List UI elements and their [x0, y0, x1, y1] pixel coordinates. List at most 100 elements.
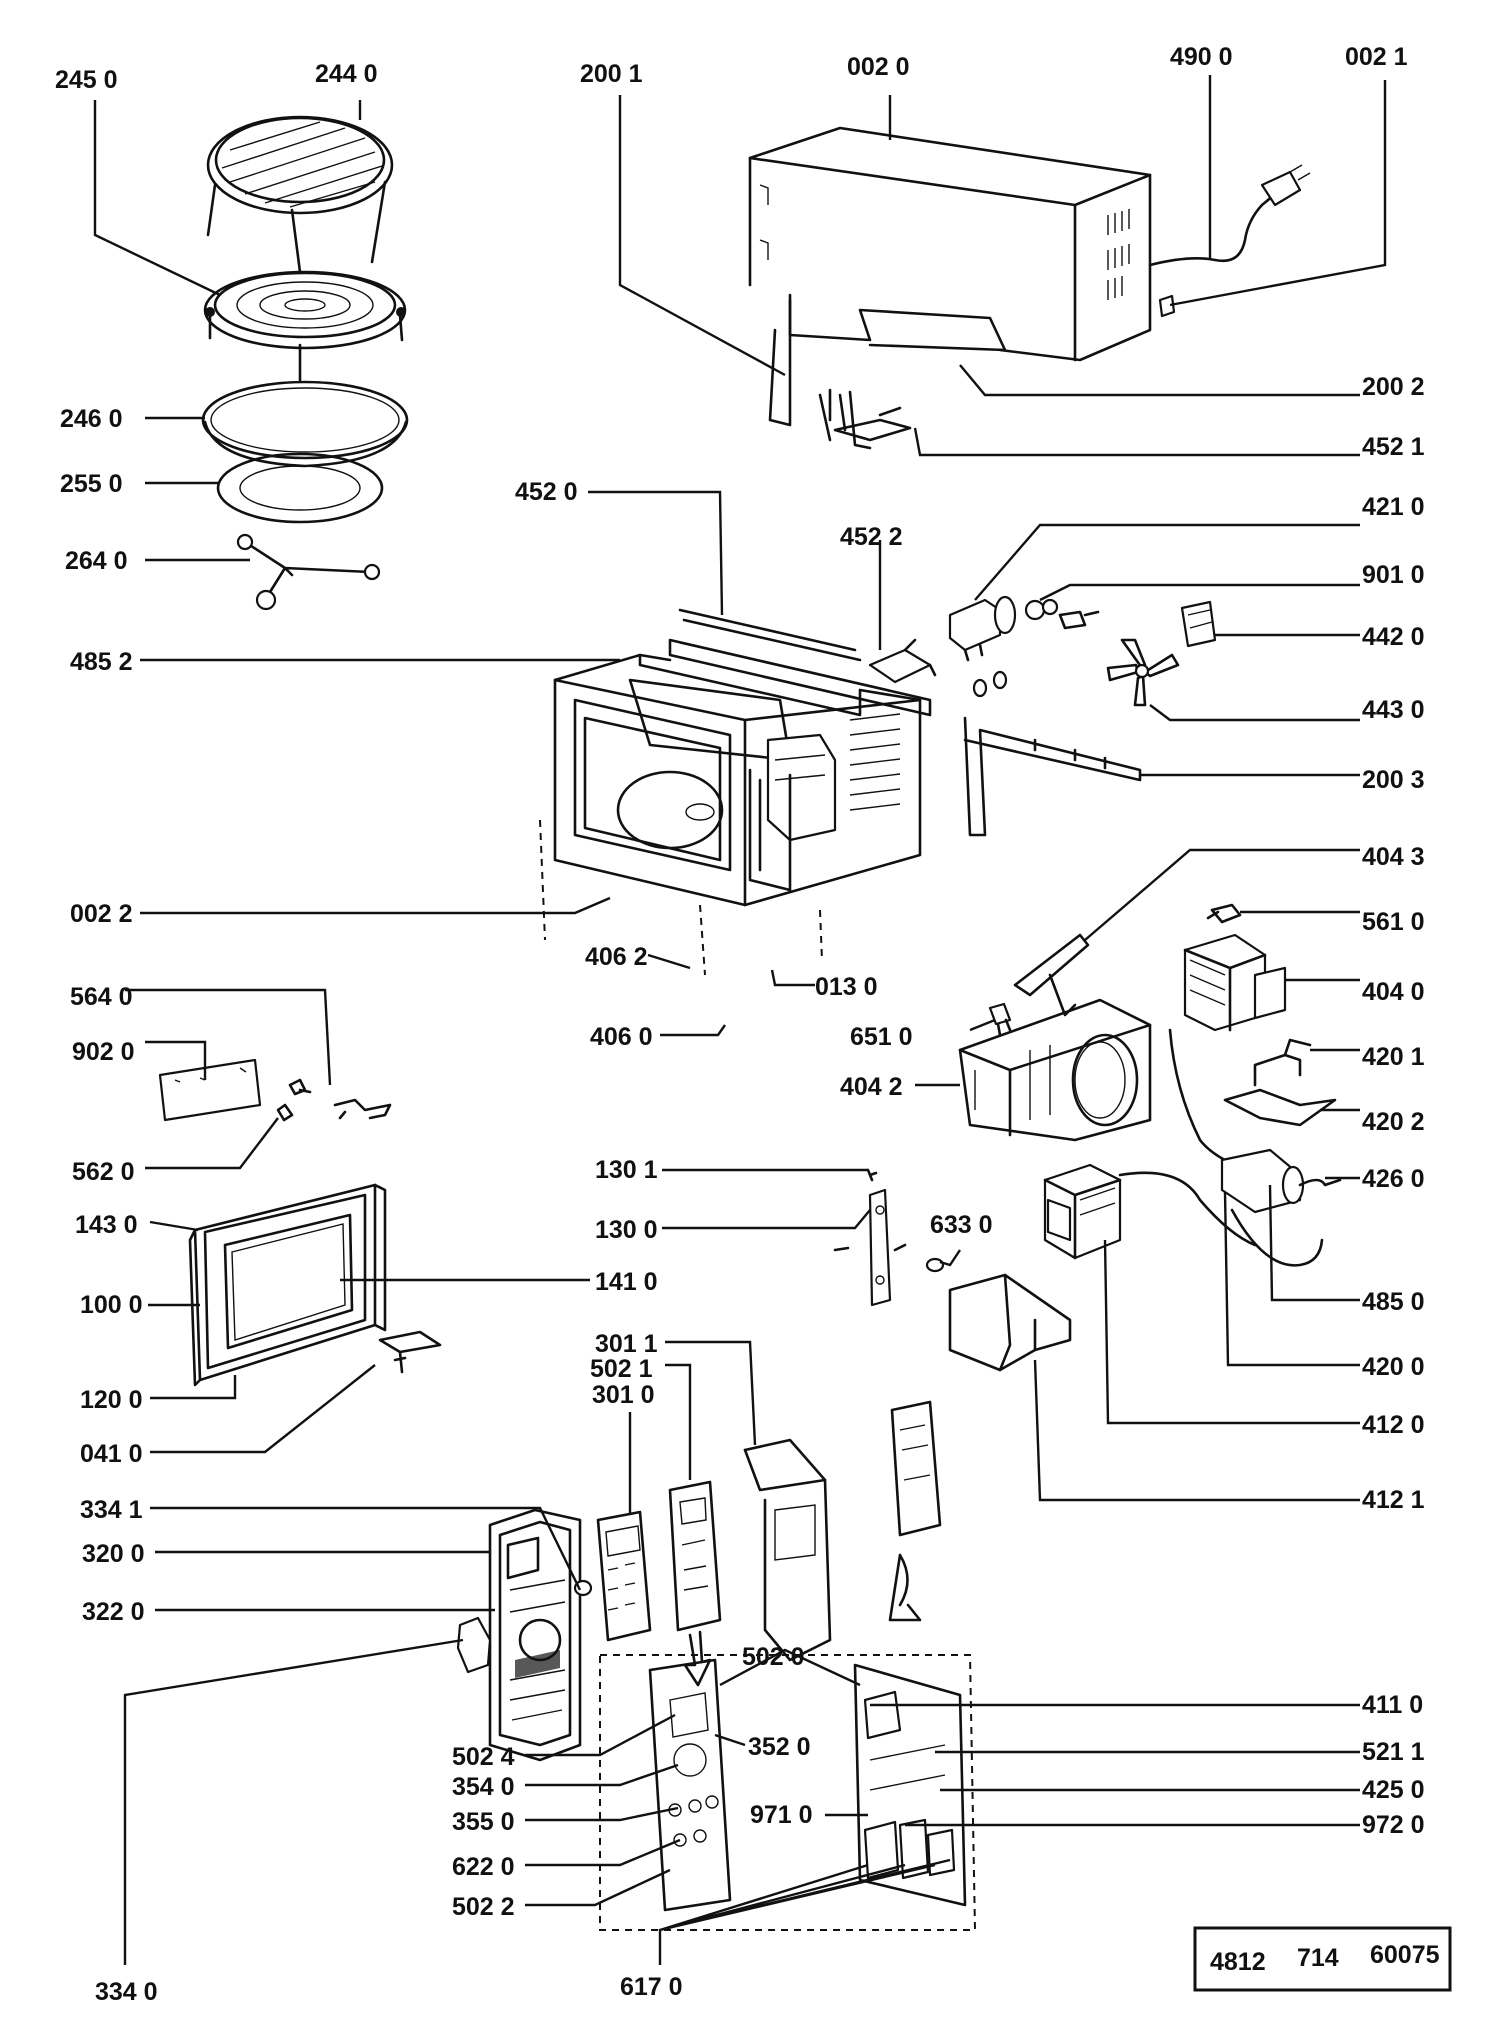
label-002-2: 002 2: [70, 900, 133, 928]
label-412-1: 412 1: [1362, 1486, 1425, 1514]
label-143-0: 143 0: [75, 1211, 138, 1239]
label-354-0: 354 0: [452, 1773, 515, 1801]
label-301-1: 301 1: [595, 1330, 658, 1358]
label-301-0: 301 0: [592, 1381, 655, 1409]
small-pcb-drawing: [888, 1400, 942, 1622]
label-442-0: 442 0: [1362, 623, 1425, 651]
crisp-plate-drawing: [203, 270, 407, 382]
label-443-0: 443 0: [1362, 696, 1425, 724]
grill-rack-drawing: [206, 115, 394, 274]
label-130-0: 130 0: [595, 1216, 658, 1244]
label-200-2: 200 2: [1362, 373, 1425, 401]
cord-clip-drawing: [1158, 294, 1176, 318]
doc-number-part1: 4812: [1210, 1948, 1266, 1976]
chassis-drawing: [539, 638, 932, 976]
fan-motor-drawing: [948, 595, 1217, 662]
label-200-3: 200 3: [1362, 766, 1425, 794]
label-502-2: 502 2: [452, 1893, 515, 1921]
side-bracket-drawing: [963, 716, 1142, 837]
label-120-0: 120 0: [80, 1386, 143, 1414]
label-334-0: 334 0: [95, 1978, 158, 2006]
label-651-0: 651 0: [850, 1023, 913, 1051]
label-246-0: 246 0: [60, 405, 123, 433]
capacitor-bracket-drawing: [1223, 1038, 1337, 1127]
label-420-1: 420 1: [1362, 1043, 1425, 1071]
capacitor-drawing: [1220, 1148, 1342, 1267]
label-200-1: 200 1: [580, 60, 643, 88]
part-labels: 245 0 244 0 200 1 002 0 490 0 002 1 246 …: [55, 43, 1425, 2006]
label-426-0: 426 0: [1362, 1165, 1425, 1193]
rail-drawing: [678, 608, 862, 662]
label-421-0: 421 0: [1362, 493, 1425, 521]
label-420-2: 420 2: [1362, 1108, 1425, 1136]
label-404-2: 404 2: [840, 1073, 903, 1101]
label-404-3: 404 3: [1362, 843, 1425, 871]
label-320-0: 320 0: [82, 1540, 145, 1568]
doc-number-part2: 714: [1297, 1944, 1339, 1972]
label-412-0: 412 0: [1362, 1411, 1425, 1439]
transformer-shield-drawing: [948, 1273, 1072, 1372]
label-352-0: 352 0: [748, 1733, 811, 1761]
label-971-0: 971 0: [750, 1801, 813, 1829]
document-number-box: 4812 714 60075: [1193, 1926, 1452, 1992]
label-562-0: 562 0: [72, 1158, 135, 1186]
hinge-bracket-drawing: [868, 638, 937, 684]
label-420-0: 420 0: [1362, 1353, 1425, 1381]
label-322-0: 322 0: [82, 1598, 145, 1626]
label-452-2: 452 2: [840, 523, 903, 551]
outer-cabinet-drawing: [748, 126, 1152, 362]
power-cord-drawing: [1148, 164, 1311, 267]
label-901-0: 901 0: [1362, 561, 1425, 589]
label-502-0: 502 0: [742, 1643, 805, 1671]
label-406-0: 406 0: [590, 1023, 653, 1051]
label-041-0: 041 0: [80, 1440, 143, 1468]
label-245-0: 245 0: [55, 66, 118, 94]
fan-blade-drawing: [1106, 638, 1180, 707]
label-561-0: 561 0: [1362, 908, 1425, 936]
label-334-1: 334 1: [80, 1496, 143, 1524]
control-panel-drawing: [488, 1508, 582, 1762]
label-130-1: 130 1: [595, 1156, 658, 1184]
label-502-4: 502 4: [452, 1743, 515, 1771]
pcb-bracket-drawing: [743, 1438, 832, 1662]
air-duct-drawing: [958, 998, 1152, 1142]
keypad-drawing: [596, 1510, 652, 1642]
interlock-drawing: [833, 1168, 945, 1307]
door-latch-drawing: [158, 1058, 392, 1122]
door-hinge-drawing: [378, 1330, 442, 1374]
label-406-2: 406 2: [585, 943, 648, 971]
knob-drawing: [456, 1579, 593, 1674]
label-972-0: 972 0: [1362, 1811, 1425, 1839]
label-633-0: 633 0: [930, 1211, 993, 1239]
base-plate-drawing: [768, 293, 1007, 450]
screws-drawing: [972, 670, 1008, 698]
magnetron-drawing: [1168, 933, 1287, 1177]
label-355-0: 355 0: [452, 1808, 515, 1836]
transformer-drawing: [1043, 1163, 1257, 1260]
label-622-0: 622 0: [452, 1853, 515, 1881]
label-404-0: 404 0: [1362, 978, 1425, 1006]
roller-ring-drawing: [216, 452, 384, 524]
label-411-0: 411 0: [1362, 1691, 1423, 1719]
label-502-1: 502 1: [590, 1355, 653, 1383]
lamp-bracket-drawing: [988, 933, 1090, 1037]
control-module-drawing: [599, 1654, 977, 1931]
leader-lines: [93, 75, 1387, 1965]
label-264-0: 264 0: [65, 547, 128, 575]
door-assembly-drawing: [188, 1183, 387, 1387]
label-490-0: 490 0: [1170, 43, 1233, 71]
label-485-0: 485 0: [1362, 1288, 1425, 1316]
label-452-0: 452 0: [515, 478, 578, 506]
doc-number-part3: 60075: [1370, 1941, 1440, 1969]
label-521-1: 521 1: [1362, 1738, 1425, 1766]
label-255-0: 255 0: [60, 470, 123, 498]
label-902-0: 902 0: [72, 1038, 135, 1066]
clip-561-drawing: [1206, 903, 1242, 924]
label-100-0: 100 0: [80, 1291, 143, 1319]
label-013-0: 013 0: [815, 973, 878, 1001]
label-617-0: 617 0: [620, 1973, 683, 2001]
label-002-0: 002 0: [847, 53, 910, 81]
label-452-1: 452 1: [1362, 433, 1425, 461]
label-141-0: 141 0: [595, 1268, 658, 1296]
